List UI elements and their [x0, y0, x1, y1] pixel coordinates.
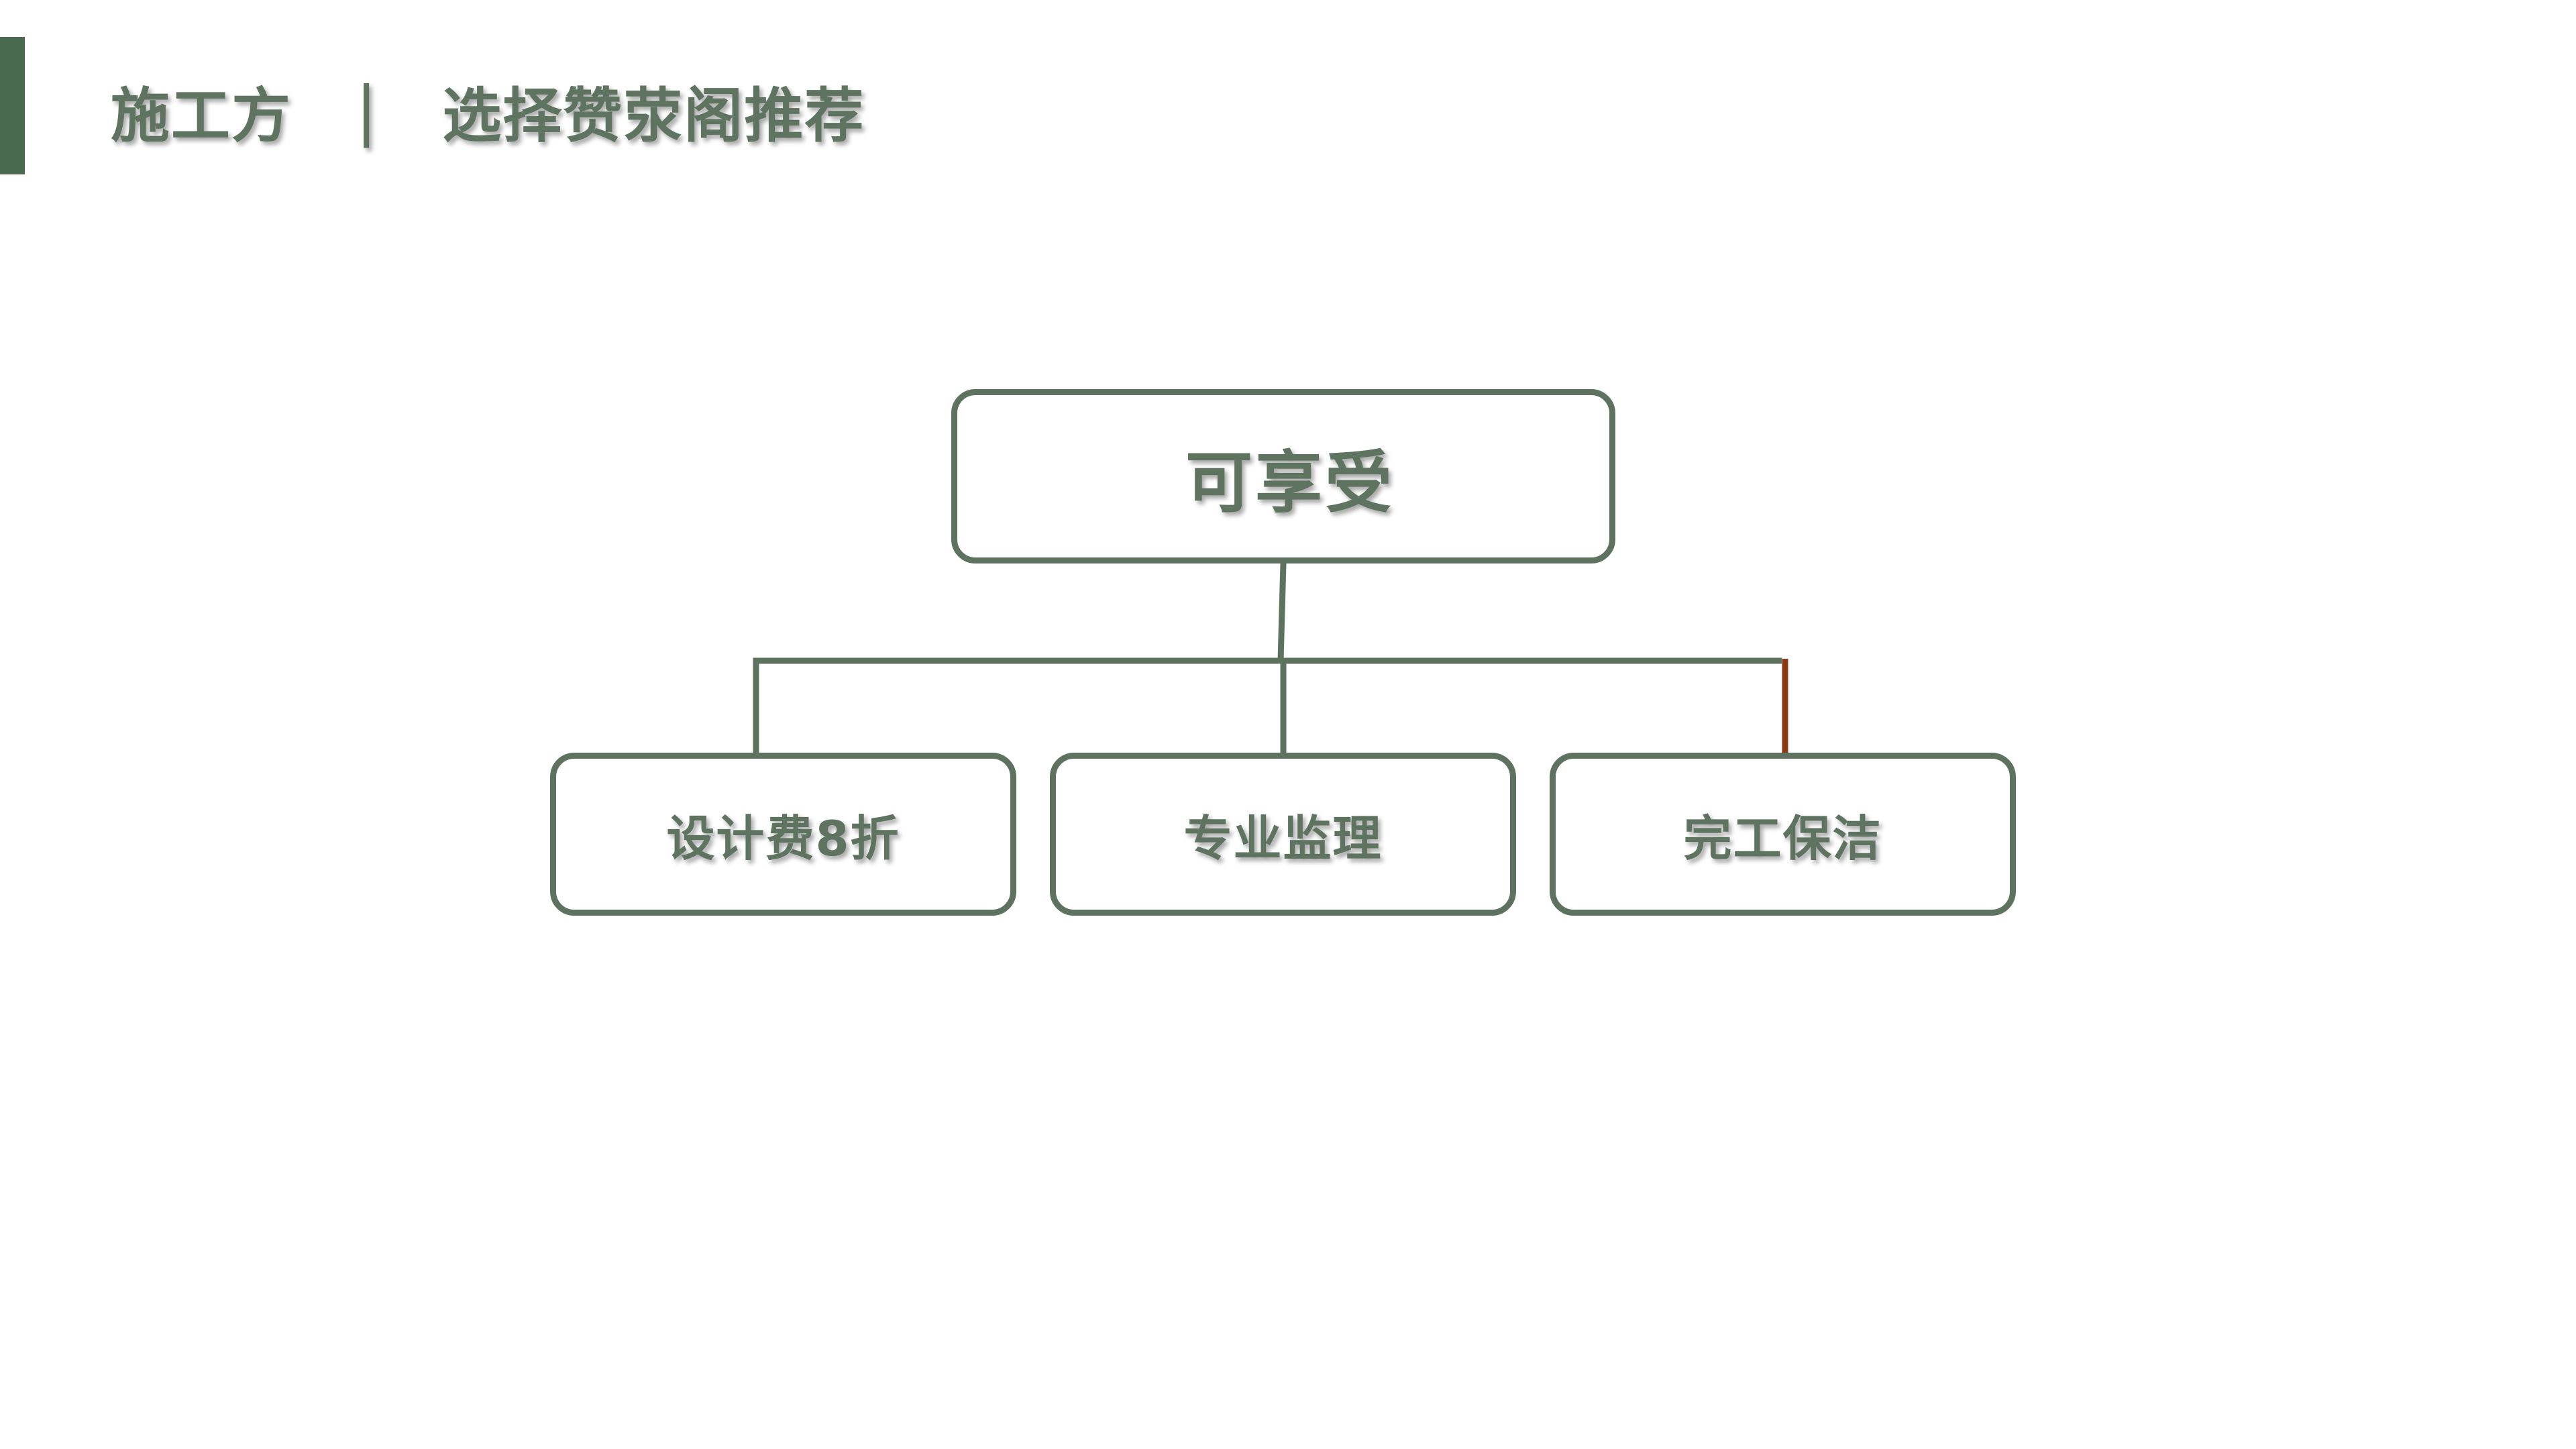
child-node-label: 设计费8折 [666, 810, 900, 867]
page-subtitle: 选择赞荥阁推荐 [442, 80, 865, 150]
page-header: 施工方 | 选择赞荥阁推荐 [111, 64, 865, 158]
child-node-supervision: 专业监理 [1050, 753, 1516, 916]
root-node: 可享受 [951, 389, 1615, 564]
child-node-label: 完工保洁 [1683, 810, 1882, 867]
child-node-label: 专业监理 [1183, 810, 1383, 867]
root-stem-connector [1277, 560, 1287, 664]
child-node-design-discount: 设计费8折 [550, 753, 1016, 916]
child-node-cleaning: 完工保洁 [1550, 753, 2016, 916]
page-title: 施工方 [111, 80, 292, 150]
header-accent-bar [0, 37, 25, 174]
title-separator: | [356, 73, 379, 148]
branch-horizontal-connector [753, 657, 1782, 753]
root-node-label: 可享受 [1185, 443, 1395, 522]
